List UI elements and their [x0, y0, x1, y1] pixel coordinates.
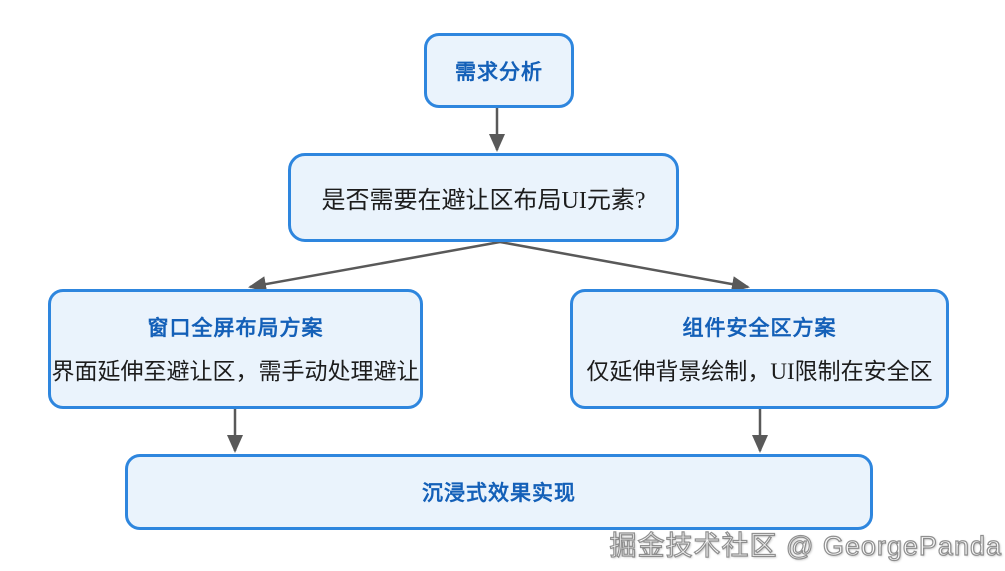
node-fullscreen-plan-title: 窗口全屏布局方案 [147, 317, 324, 340]
node-safe-area-plan-title: 组件安全区方案 [682, 317, 837, 340]
node-immersive-result-label: 沉浸式效果实现 [422, 482, 576, 505]
node-decision: 是否需要在避让区布局UI元素? [288, 153, 679, 242]
node-fullscreen-plan: 窗口全屏布局方案 界面延伸至避让区，需手动处理避让 [48, 289, 423, 409]
connector-decision-to-safearea [499, 240, 750, 293]
node-safe-area-plan-desc: 仅延伸背景绘制，UI限制在安全区 [586, 359, 933, 384]
node-decision-label: 是否需要在避让区布局UI元素? [321, 188, 646, 214]
node-safe-area-plan: 组件安全区方案 仅延伸背景绘制，UI限制在安全区 [570, 289, 949, 409]
connector-decision-to-fullscreen [248, 240, 501, 293]
watermark: 掘金技术社区 @ GeorgePanda [609, 530, 1002, 561]
node-fullscreen-plan-desc: 界面延伸至避让区，需手动处理避让 [51, 359, 420, 384]
node-requirements-label: 需求分析 [455, 60, 543, 84]
node-requirements: 需求分析 [424, 33, 574, 108]
node-immersive-result: 沉浸式效果实现 [125, 454, 873, 530]
